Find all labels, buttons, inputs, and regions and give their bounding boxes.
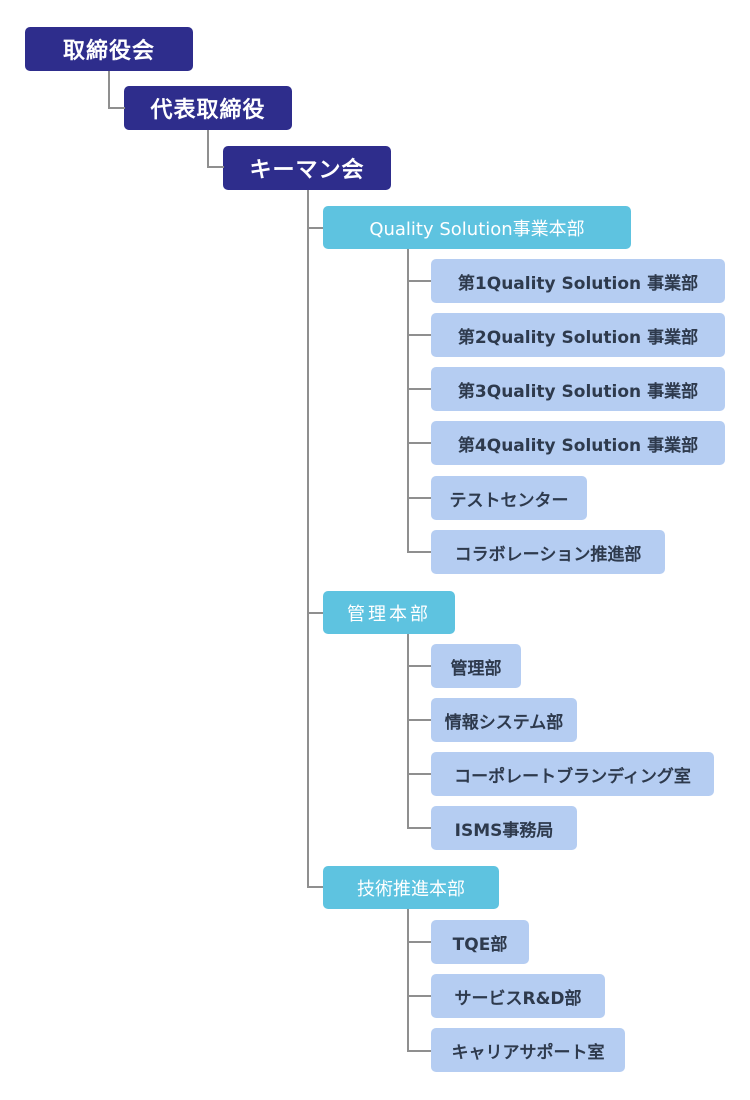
representative-director-box: 代表取締役 [124,86,292,130]
connector-line [307,227,323,229]
connector-line [307,886,323,888]
department-branch-line [407,634,409,829]
dept-corporate-branding: コーポレートブランディング室 [431,752,714,796]
connector-line [407,442,431,444]
dept-qs4: 第4Quality Solution 事業部 [431,421,725,465]
connector-line [407,334,431,336]
dept-qs1: 第1Quality Solution 事業部 [431,259,725,303]
department-branch-line [407,249,409,553]
dept-service-rd: サービスR&D部 [431,974,605,1018]
connector-line [407,497,431,499]
division-trunk-line [307,190,309,887]
connector-line [407,665,431,667]
connector-line [407,827,431,829]
department-branch-line [407,909,409,1052]
dept-tqe: TQE部 [431,920,529,964]
division-technology-promotion: 技術推進本部 [323,866,499,909]
connector-line [207,130,209,168]
connector-line [407,1050,431,1052]
connector-line [407,773,431,775]
connector-line [407,280,431,282]
board-of-directors-box: 取締役会 [25,27,193,71]
connector-line [207,166,224,168]
connector-line [108,71,110,109]
connector-line [407,941,431,943]
connector-line [407,388,431,390]
dept-collaboration: コラボレーション推進部 [431,530,665,574]
connector-line [407,551,431,553]
dept-qs2: 第2Quality Solution 事業部 [431,313,725,357]
dept-qs3: 第3Quality Solution 事業部 [431,367,725,411]
division-administration: 管理本部 [323,591,455,634]
dept-career-support: キャリアサポート室 [431,1028,625,1072]
dept-management: 管理部 [431,644,521,688]
connector-line [307,612,323,614]
dept-test-center: テストセンター [431,476,587,520]
connector-line [407,719,431,721]
division-quality-solution: Quality Solution事業本部 [323,206,631,249]
connector-line [407,995,431,997]
key-person-meeting-box: キーマン会 [223,146,391,190]
dept-isms-office: ISMS事務局 [431,806,577,850]
connector-line [108,107,125,109]
dept-information-systems: 情報システム部 [431,698,577,742]
